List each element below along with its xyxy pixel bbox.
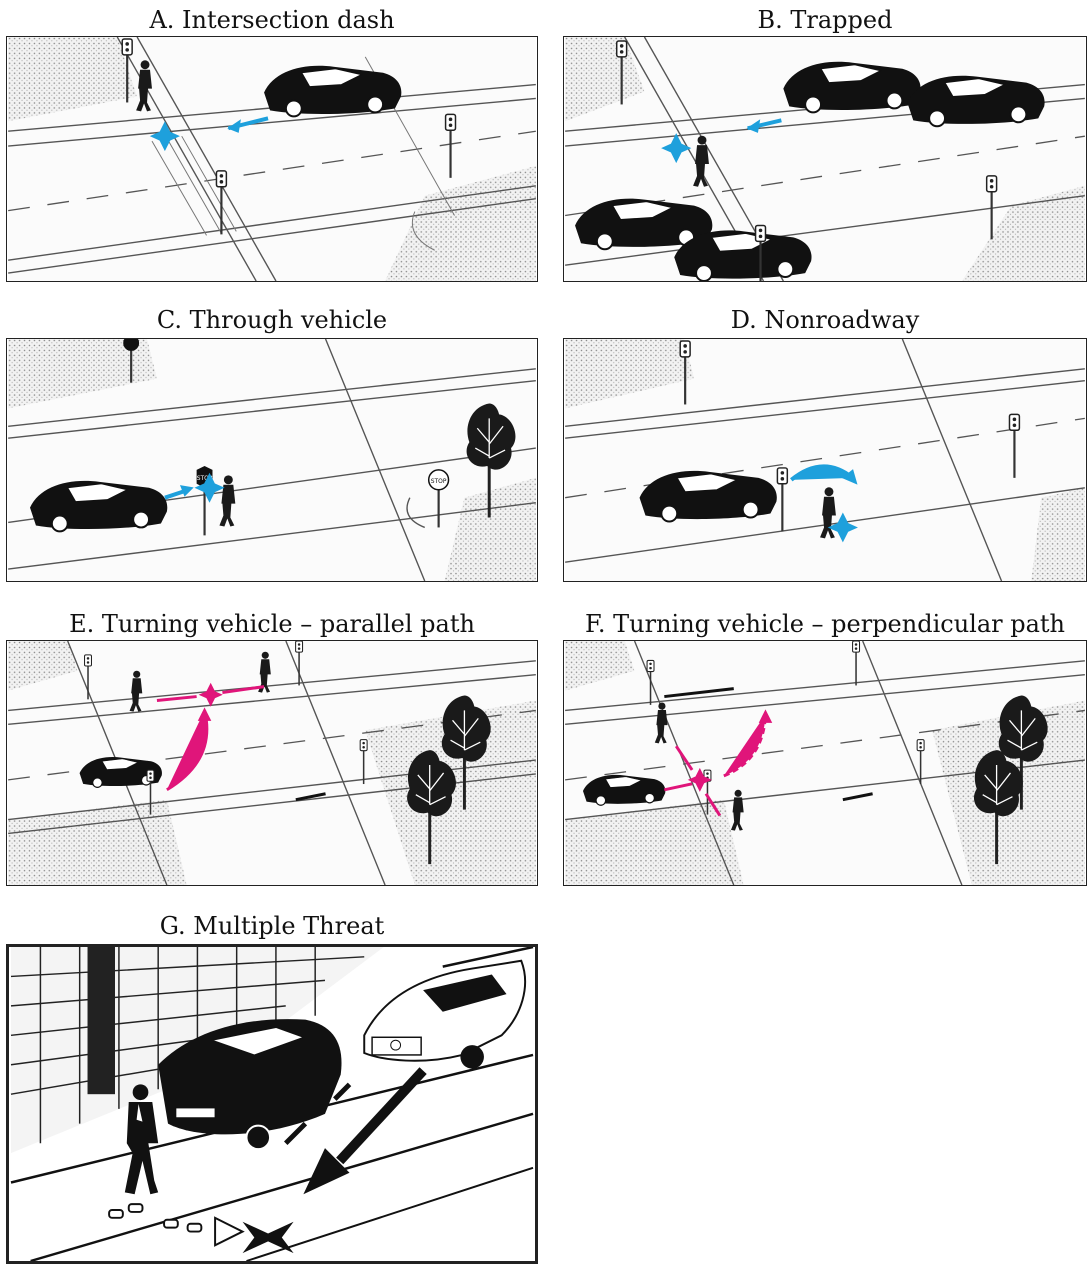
panel-b-caption: B. Trapped (563, 6, 1087, 34)
intersection-dash-scene (7, 37, 537, 281)
panel-a: A. Intersection dash (6, 0, 538, 284)
panel-d-illustration (563, 338, 1087, 582)
panel-g-caption: G. Multiple Threat (6, 912, 538, 940)
through-vehicle-scene: STOP STOP (7, 339, 537, 581)
panel-a-illustration (6, 36, 538, 282)
nonroadway-scene (564, 339, 1086, 581)
panel-f-illustration (563, 640, 1087, 886)
panel-f: F. Turning vehicle – perpendicular path (563, 604, 1087, 888)
panel-a-caption: A. Intersection dash (6, 6, 538, 34)
panel-d-caption: D. Nonroadway (563, 306, 1087, 334)
panel-f-caption: F. Turning vehicle – perpendicular path (563, 610, 1087, 638)
panel-b-illustration (563, 36, 1087, 282)
multiple-threat-scene (9, 947, 535, 1261)
panel-b: B. Trapped (563, 0, 1087, 284)
panel-c-caption: C. Through vehicle (6, 306, 538, 334)
panel-c-illustration: STOP STOP (6, 338, 538, 582)
turning-perpendicular-scene (564, 641, 1086, 885)
panel-g: G. Multiple Threat (6, 906, 538, 1268)
stop-sign-label: STOP (431, 478, 447, 485)
turning-parallel-scene (7, 641, 537, 885)
panel-g-illustration (6, 944, 538, 1264)
panel-e: E. Turning vehicle – parallel path (6, 604, 538, 888)
panel-c: C. Through vehicle STOP STOP (6, 300, 538, 584)
panel-e-illustration (6, 640, 538, 886)
panel-d: D. Nonroadway (563, 300, 1087, 584)
panel-e-caption: E. Turning vehicle – parallel path (6, 610, 538, 638)
trapped-scene (564, 37, 1086, 281)
